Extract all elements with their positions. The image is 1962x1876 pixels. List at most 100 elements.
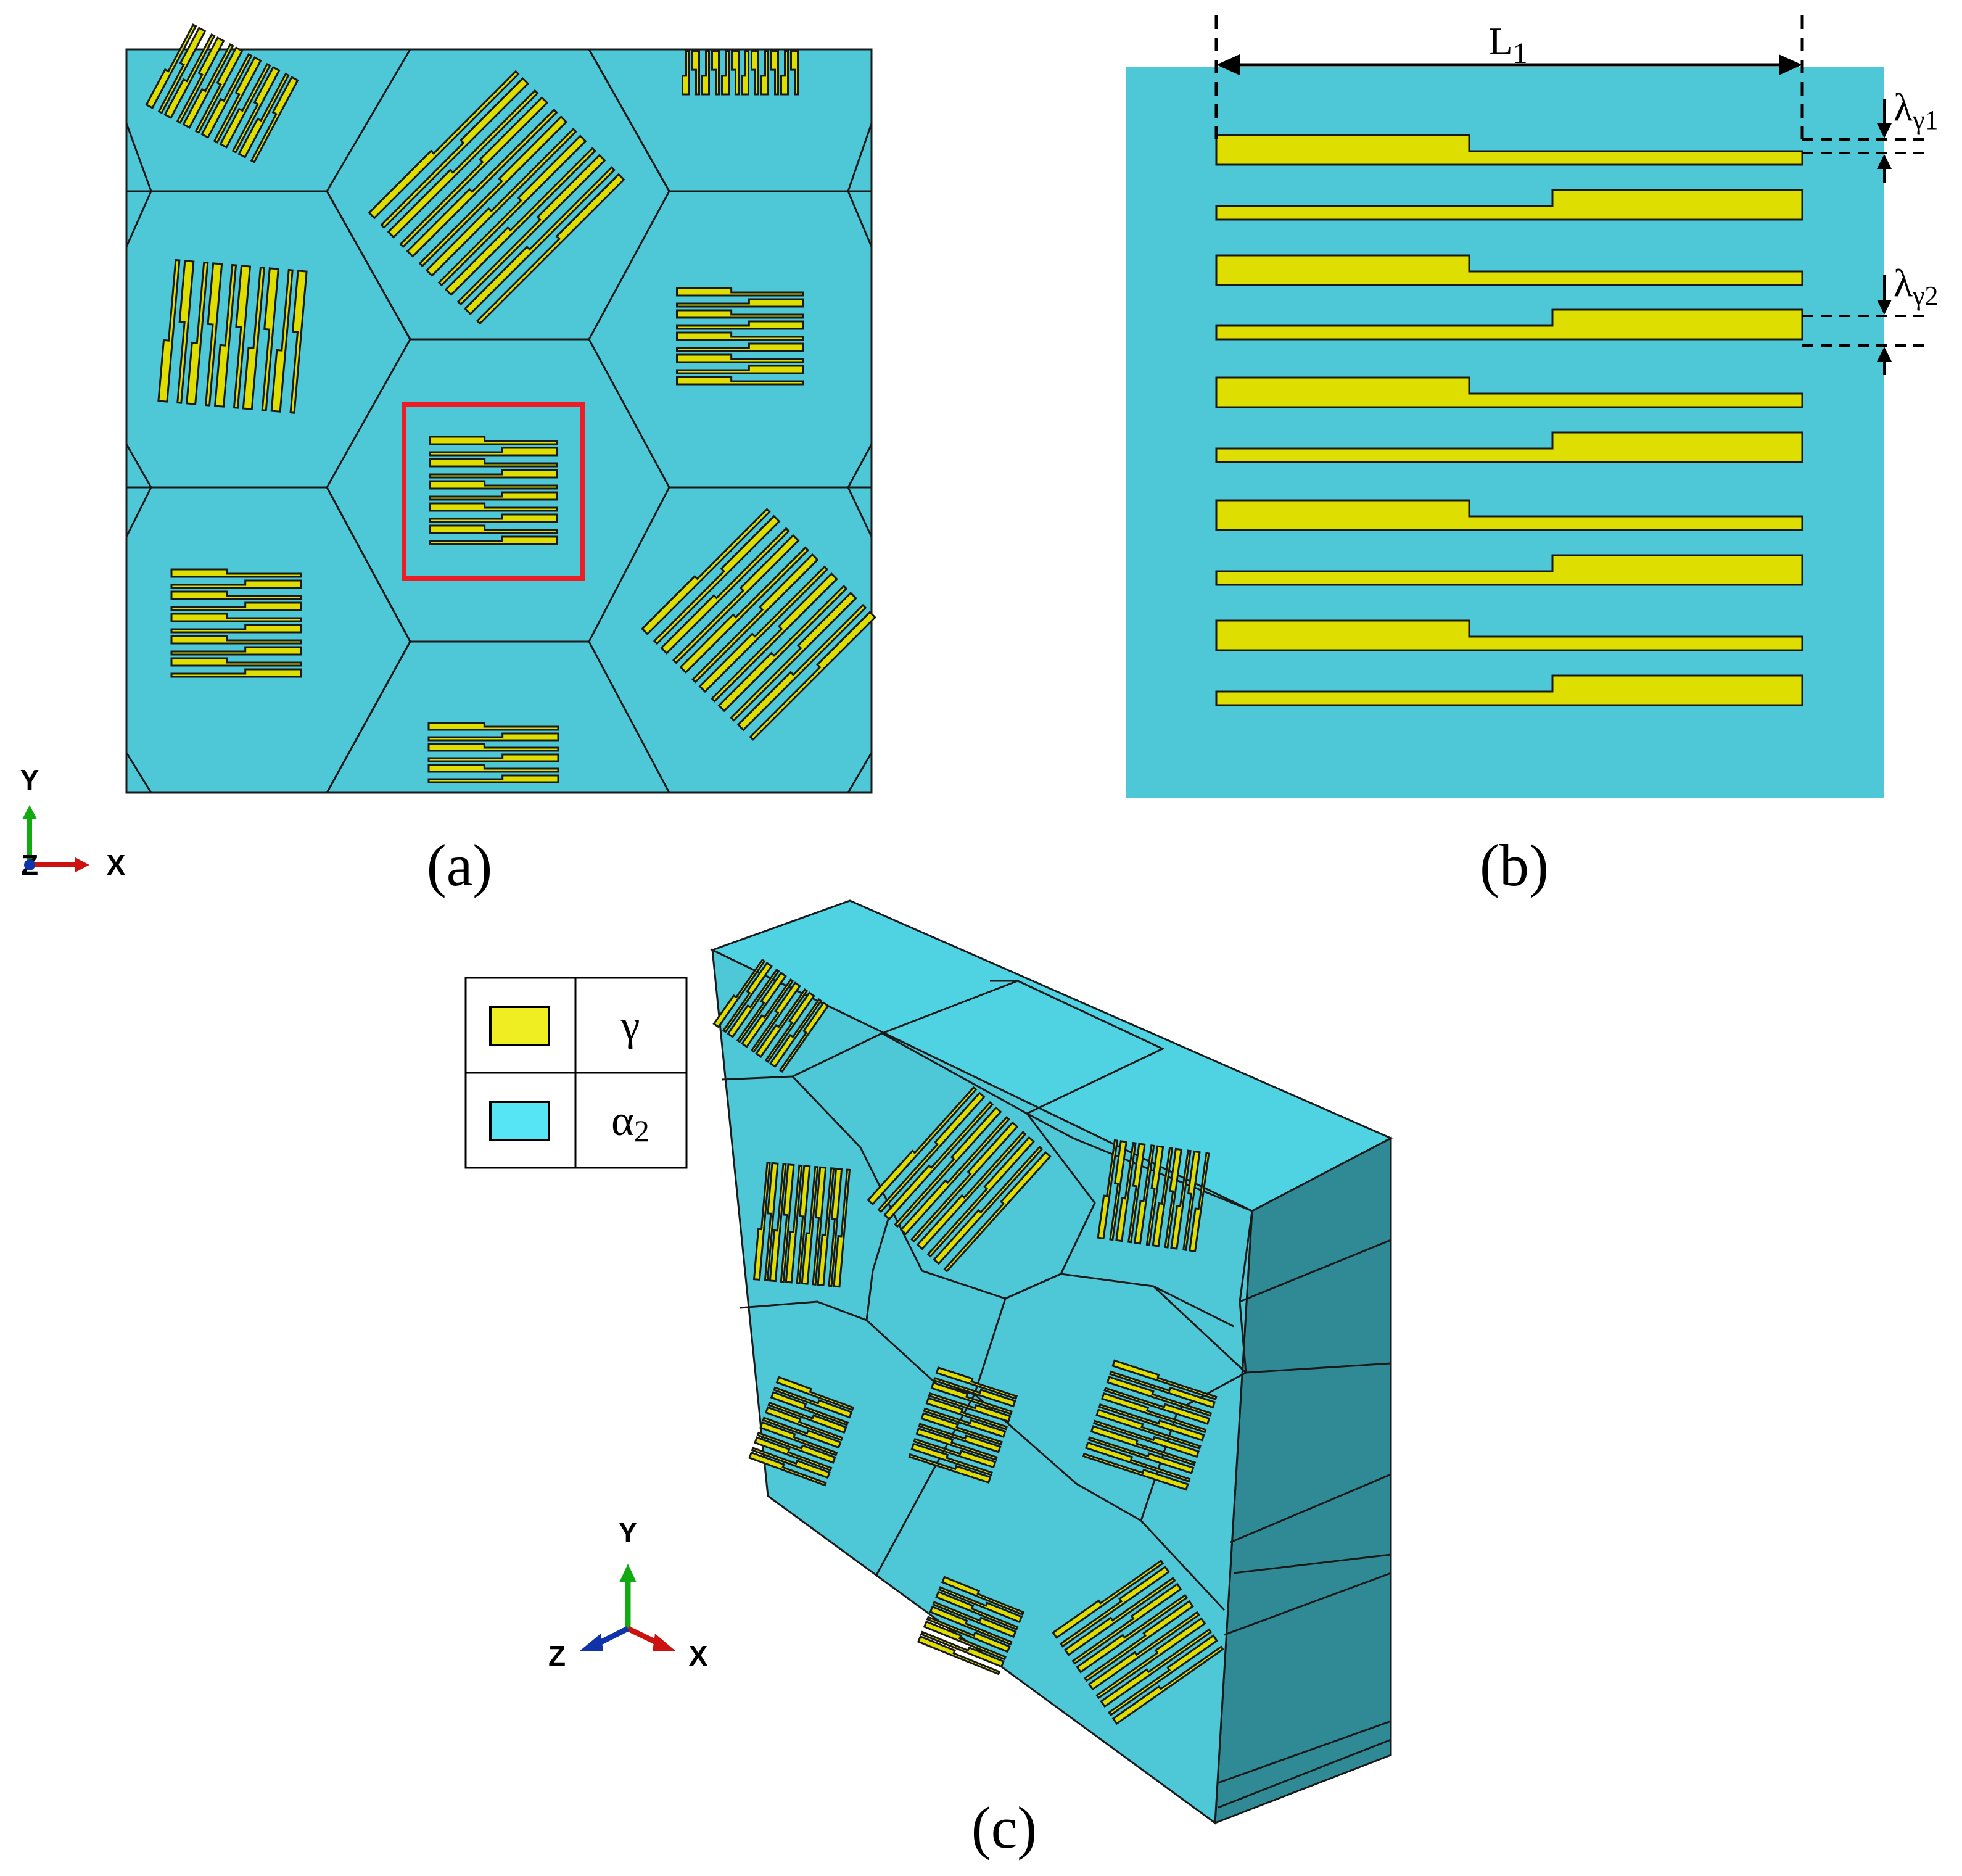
detail-lamella-row	[1215, 134, 1803, 166]
colony-a-top-left-lamella-row	[237, 72, 290, 159]
colony-c-mid-right-lamella-row	[1127, 1143, 1146, 1244]
colony-c-top-left-lamella-row	[764, 991, 815, 1063]
gamma-lamella	[941, 1576, 1025, 1616]
gamma-lamella	[194, 46, 244, 134]
gamma-lamella	[427, 722, 559, 731]
gamma-lamella	[387, 89, 539, 239]
colony-c-low-left-lamella-row	[770, 1390, 849, 1426]
colony-c-top-left-lamella-row	[736, 972, 787, 1043]
colony-a-mid-left-lamella-row	[176, 260, 195, 404]
colony-a-bottom-right-lamella-row	[730, 592, 857, 722]
detail-lamella-row	[1215, 674, 1803, 706]
gamma-lamella	[933, 1377, 1016, 1408]
colony-a-top-center-lamella-row	[425, 127, 577, 277]
gamma-lamella	[427, 743, 559, 752]
colony-a-mid-right-lamella-row	[676, 376, 804, 386]
gamma-lamella	[1083, 1600, 1194, 1682]
triad-c-x-label: X	[689, 1640, 708, 1672]
gamma-lamella-detail	[1215, 189, 1803, 221]
gamma-lamella	[1097, 1139, 1119, 1240]
gamma-lamella	[750, 981, 801, 1053]
gamma-lamella	[920, 1412, 1003, 1446]
colony-a-bottom-left-lamella-row	[170, 646, 302, 656]
colony-c-mid-center-lamella-row	[894, 1106, 1002, 1228]
triad-a-y-arrowhead	[22, 805, 37, 819]
colony-c-mid-left-lamella-row	[752, 1162, 771, 1281]
colony-a-top-left-lamella-row	[219, 62, 271, 149]
triad-c-y-arrowhead	[619, 1564, 637, 1582]
colony-c-low-left-lamella-row	[754, 1436, 833, 1472]
colony-c-mid-right-lamella-row	[1109, 1140, 1127, 1241]
gamma-lamella	[817, 1167, 835, 1287]
detail-lamella-row	[1215, 499, 1803, 531]
lambda1-top-arrowhead	[1877, 123, 1892, 138]
colony-a-top-right-lamella-row	[711, 50, 720, 96]
gamma-lamella	[270, 268, 294, 413]
gamma-lamella	[1111, 1359, 1218, 1400]
colony-c-mid-center-lamella-row	[933, 1146, 1044, 1265]
colony-a-center-lamella-row	[429, 513, 558, 523]
gamma-lamella	[833, 1168, 851, 1288]
colony-c-top-left-lamella-row	[741, 978, 794, 1048]
colony-c-mid-left-lamella-row	[785, 1164, 803, 1284]
colony-c-top-left-lamella-row	[755, 988, 809, 1058]
gamma-lamella	[425, 127, 577, 277]
gamma-lamella	[1093, 1419, 1200, 1458]
gamma-lamella-detail	[1215, 619, 1803, 651]
colony-c-bottom-center-lamella-row	[929, 1605, 1013, 1646]
colony-a-bottom-left-lamella-row	[170, 624, 302, 634]
colony-c-mid-center	[867, 1086, 1052, 1273]
colony-a-top-left-lamella-row	[200, 52, 253, 139]
colony-c-low-center-lamella-row	[920, 1412, 1003, 1446]
colony-a-bottom-left-lamella-row	[170, 579, 302, 589]
gamma-lamella	[918, 1423, 1002, 1453]
gamma-lamella	[427, 774, 559, 783]
gamma-lamella-detail	[1215, 431, 1803, 463]
colony-c-mid-left-lamella-row	[817, 1167, 835, 1287]
gamma-lamella	[883, 1101, 994, 1221]
colony-a-top-center-lamella-row	[368, 70, 520, 220]
gamma-lamella	[926, 1136, 1035, 1258]
colony-a-top-center-lamella-row	[418, 115, 568, 268]
gamma-lamella	[1107, 1634, 1218, 1717]
colony-c-low-right-lamella-row	[1085, 1441, 1191, 1483]
colony-a-top-left-lamella-row	[157, 27, 207, 114]
gamma-lamella	[463, 166, 616, 316]
colony-a-top-right-lamella-row	[682, 50, 690, 96]
colony-a-mid-right-lamella-row	[676, 331, 804, 341]
colony-c-mid-center-lamella-row	[867, 1086, 978, 1206]
grain-boundaries	[126, 49, 872, 793]
gamma-lamella	[676, 320, 804, 330]
triad-c-y-label: Y	[619, 1516, 638, 1548]
gamma-lamella	[775, 1376, 855, 1411]
gamma-lamella	[923, 1407, 1007, 1438]
gamma-lamella	[916, 1131, 1027, 1250]
colony-c-bottom-center-lamella-row	[938, 1586, 1023, 1624]
gamma-lamella	[926, 1616, 1011, 1653]
colony-c-mid-left	[752, 1162, 851, 1288]
gamma-lamella-detail	[1215, 134, 1803, 166]
gamma-lamella	[1087, 1436, 1195, 1474]
gamma-lamella	[437, 134, 587, 287]
colony-c-top-left-lamella-row	[750, 981, 801, 1053]
gamma-lamella	[701, 50, 710, 96]
gamma-lamella	[930, 1381, 1013, 1415]
gamma-lamella	[711, 572, 838, 703]
colony-c-bottom-center-lamella-row	[926, 1616, 1011, 1653]
gamma-lamella	[429, 535, 558, 545]
colony-c-mid-right-lamella-row	[1145, 1145, 1164, 1246]
gamma-lamella	[429, 480, 558, 490]
gamma-lamella	[899, 1115, 1010, 1236]
colony-a-bottom-right-lamella-row	[672, 534, 800, 664]
colony-a-bottom-left-lamella-row	[170, 613, 302, 622]
colony-a-bottom-center-lamella-row	[427, 753, 559, 762]
colony-a-center-lamella-row	[429, 535, 558, 545]
colony-c-bottom-right-lamella-row	[1111, 1645, 1224, 1725]
colony-a-center-lamella-row	[429, 491, 558, 501]
gamma-lamella	[429, 458, 558, 468]
colony-c-mid-left-lamella-row	[764, 1162, 779, 1282]
gamma-lamella	[1071, 1582, 1182, 1665]
colony-c-low-left-lamella-row	[764, 1406, 844, 1442]
legend-gamma-swatch	[489, 1006, 550, 1046]
colony-c-mid-right	[1097, 1139, 1210, 1252]
